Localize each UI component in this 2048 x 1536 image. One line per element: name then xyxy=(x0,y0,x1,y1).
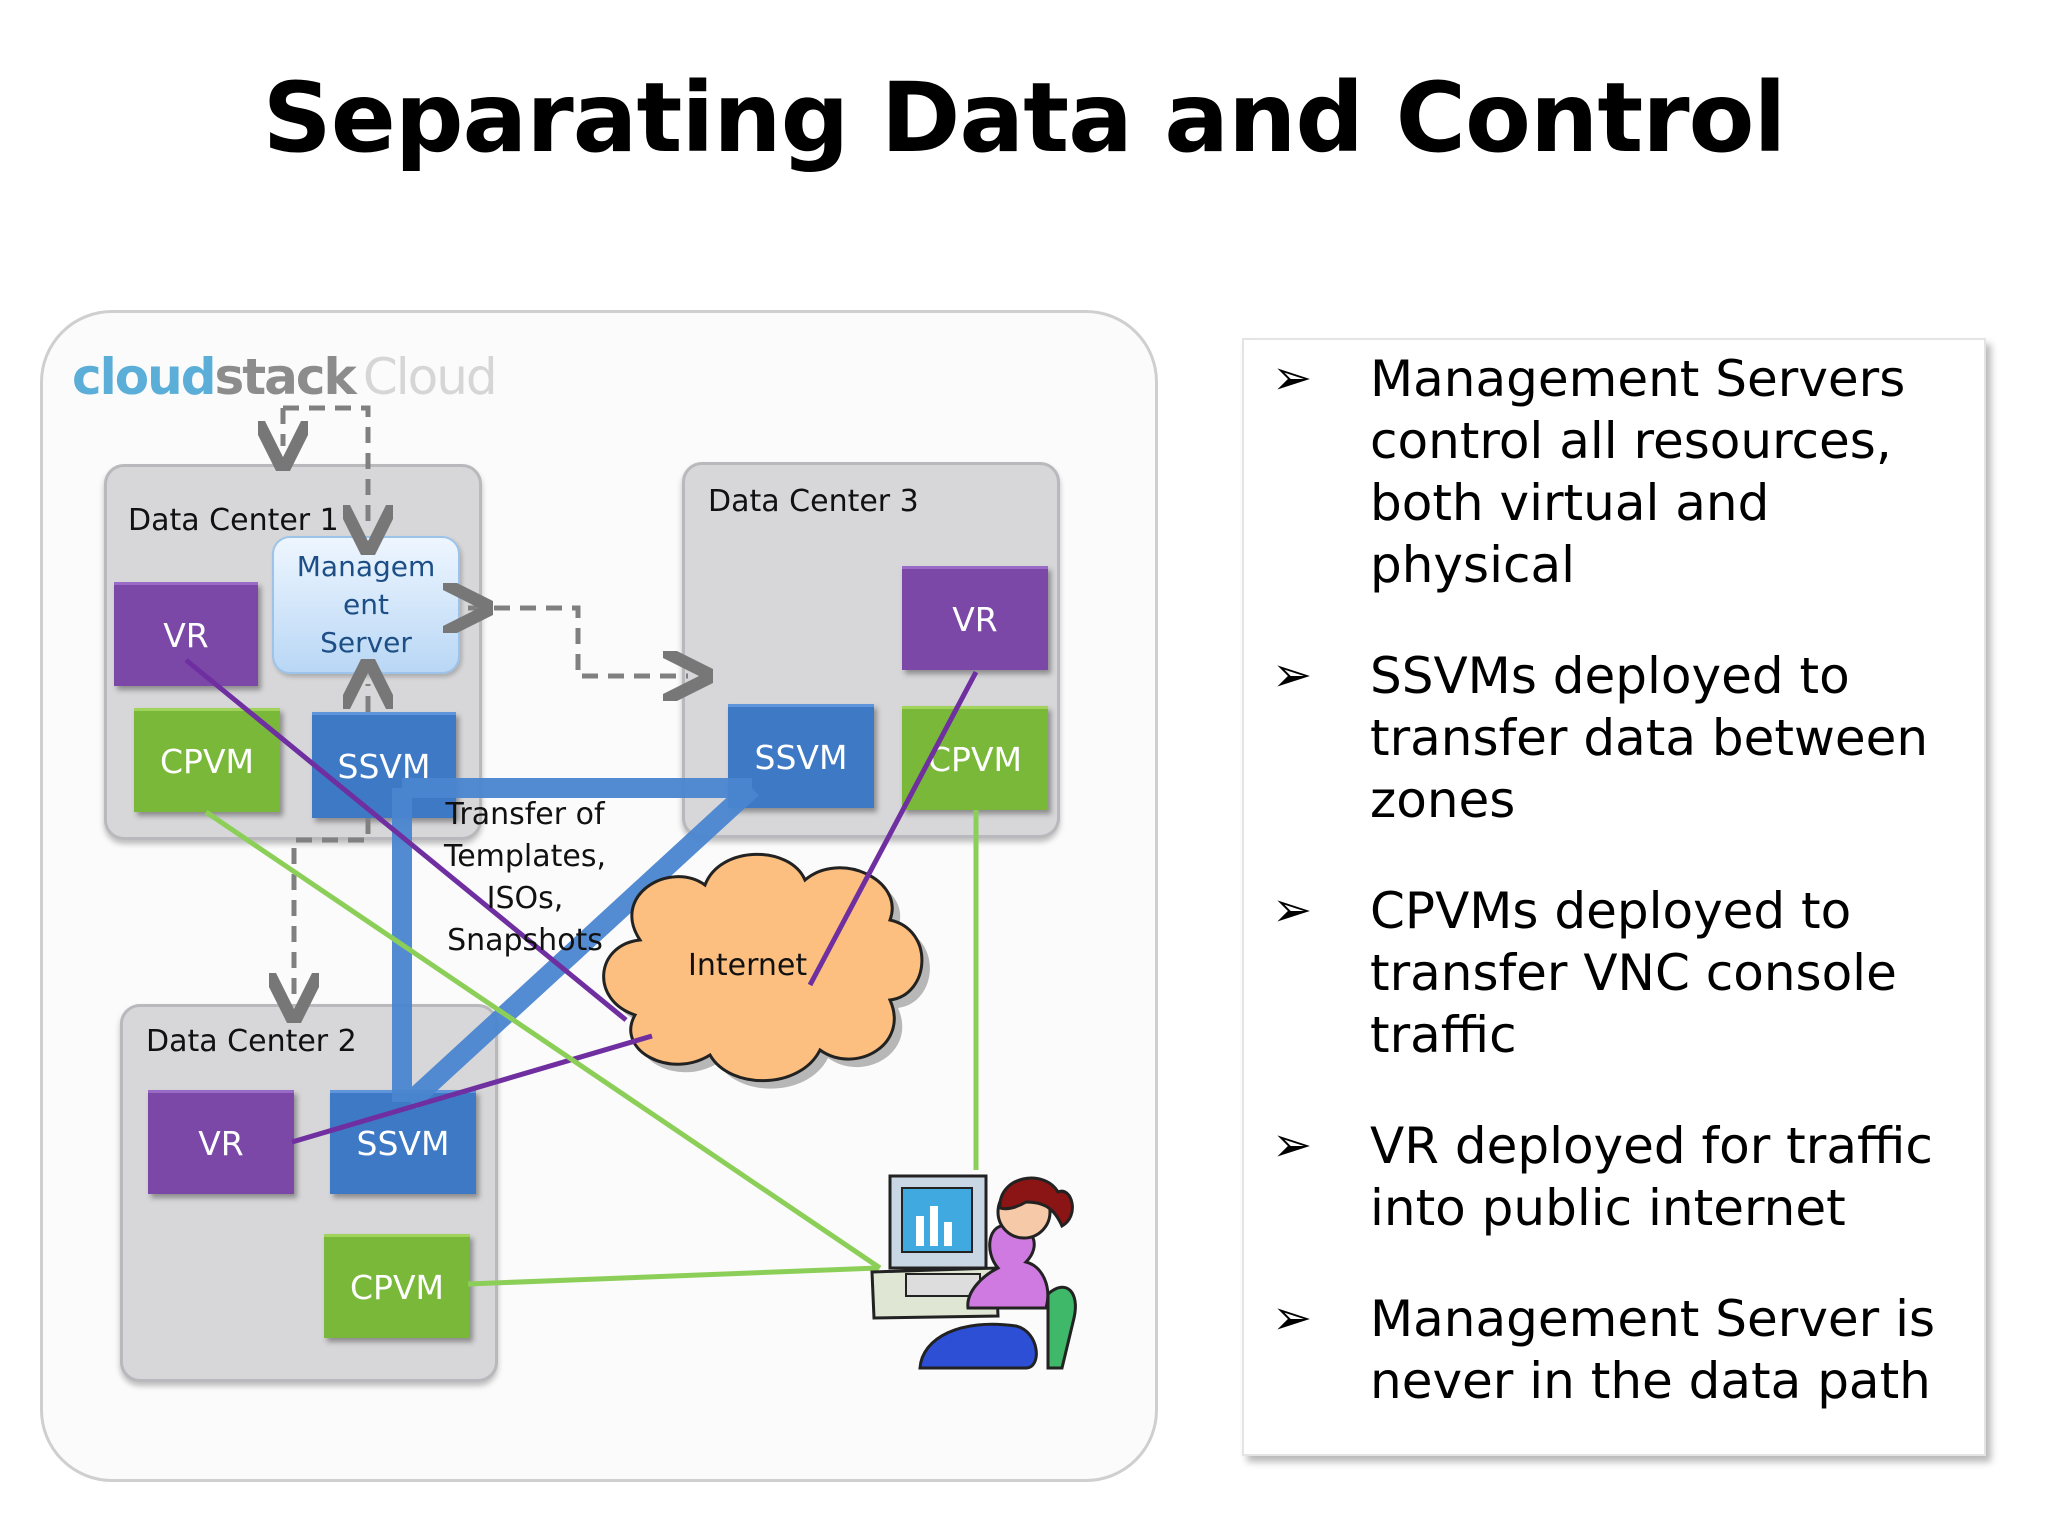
dc3-vr-box[interactable]: VR xyxy=(902,566,1048,670)
arrow-bullet-icon: ➢ xyxy=(1272,882,1313,938)
dc2-vr-box[interactable]: VR xyxy=(148,1090,294,1194)
page-title: Separating Data and Control xyxy=(262,62,1787,174)
mgmt-line-3: Server xyxy=(320,626,412,659)
bullet-text: Management Servers control all resources… xyxy=(1370,350,1906,594)
dc2-ssvm-box[interactable]: SSVM xyxy=(330,1090,476,1194)
logo-part-stack: stack xyxy=(214,348,357,406)
bullet-text: SSVMs deployed to transfer data between … xyxy=(1370,647,1929,829)
dc2-cpvm-box[interactable]: CPVM xyxy=(324,1234,470,1338)
transfer-label: Transfer of Templates, ISOs, Snapshots xyxy=(430,794,620,962)
internet-label: Internet xyxy=(688,948,808,983)
logo-part-cloud-word: Cloud xyxy=(362,348,498,406)
transfer-line-1: Transfer of xyxy=(445,797,605,832)
arrow-bullet-icon: ➢ xyxy=(1272,1290,1313,1346)
management-server-box[interactable]: Managem ent Server xyxy=(272,536,460,674)
bullet-text: CPVMs deployed to transfer VNC console t… xyxy=(1370,882,1897,1064)
bullet-text: Management Server is never in the data p… xyxy=(1370,1290,1936,1410)
logo-part-cloud: cloud xyxy=(72,348,217,406)
transfer-line-4: Snapshots xyxy=(447,923,603,958)
dc1-vr-box[interactable]: VR xyxy=(114,582,258,686)
dc1-cpvm-box[interactable]: CPVM xyxy=(134,708,280,812)
mgmt-line-1: Managem xyxy=(296,550,436,583)
arrow-bullet-icon: ➢ xyxy=(1272,1117,1313,1173)
transfer-line-2: Templates, xyxy=(443,839,607,874)
bullet-panel: ➢ Management Servers control all resourc… xyxy=(1242,338,1986,1456)
transfer-line-3: ISOs, xyxy=(486,881,564,916)
arrow-bullet-icon: ➢ xyxy=(1272,350,1313,406)
bullet-text: VR deployed for traffic into public inte… xyxy=(1370,1117,1933,1237)
datacenter-3-label: Data Center 3 xyxy=(708,484,919,519)
mgmt-line-2: ent xyxy=(343,588,389,621)
dc3-cpvm-box[interactable]: CPVM xyxy=(902,706,1048,810)
arrow-bullet-icon: ➢ xyxy=(1272,647,1313,703)
datacenter-1-label: Data Center 1 xyxy=(128,503,339,538)
dc3-ssvm-box[interactable]: SSVM xyxy=(728,704,874,808)
datacenter-2-label: Data Center 2 xyxy=(146,1024,357,1059)
